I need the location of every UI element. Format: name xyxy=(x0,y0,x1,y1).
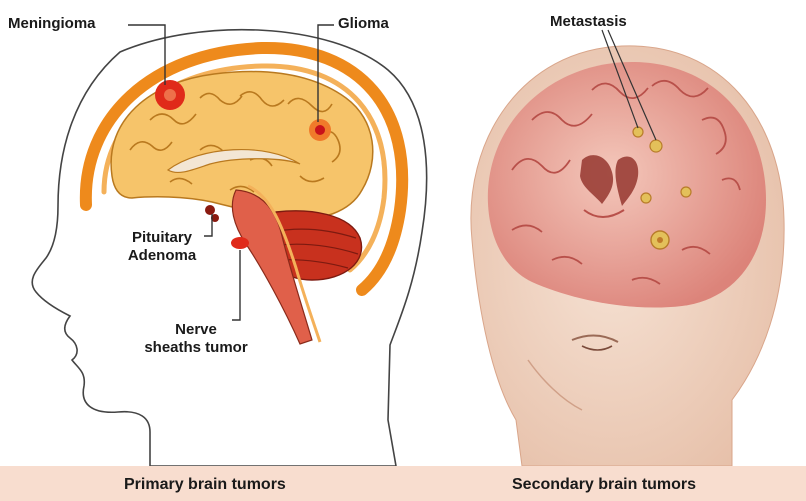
secondary-tumor-illustration xyxy=(432,0,806,466)
label-pituitary-line1: Pituitary xyxy=(118,229,206,247)
label-nerve-line2: sheaths tumor xyxy=(128,339,264,357)
caption-secondary: Secondary brain tumors xyxy=(512,476,696,494)
primary-tumor-illustration xyxy=(0,0,430,466)
label-nerve-sheaths-tumor: Nerve sheaths tumor xyxy=(128,321,264,357)
label-meningioma: Meningioma xyxy=(8,15,96,33)
label-nerve-line1: Nerve xyxy=(128,321,264,339)
label-metastasis: Metastasis xyxy=(550,13,627,31)
label-pituitary-adenoma: Pituitary Adenoma xyxy=(118,229,206,265)
caption-primary: Primary brain tumors xyxy=(124,476,286,494)
label-glioma: Glioma xyxy=(338,15,389,33)
pituitary-tumor xyxy=(205,205,215,215)
nerve-sheath-tumor xyxy=(231,237,249,249)
label-pituitary-line2: Adenoma xyxy=(118,247,206,265)
